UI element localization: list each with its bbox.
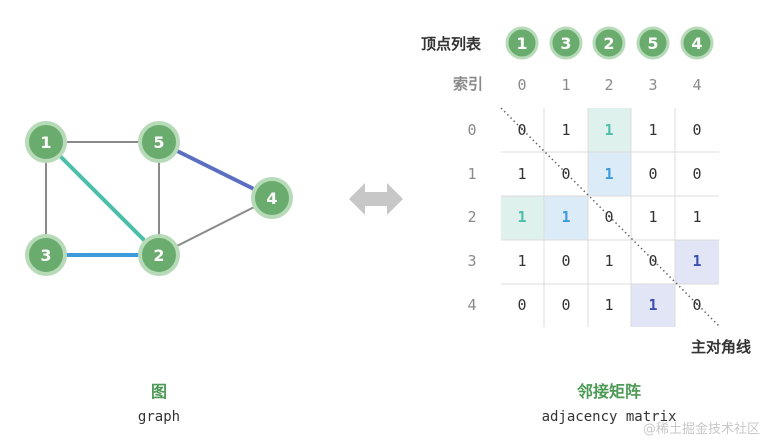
vertex-list-label: 顶点列表 bbox=[421, 35, 482, 53]
cell-highlight-teal bbox=[588, 108, 631, 152]
vertex-1-label: 1 bbox=[40, 133, 51, 152]
vertex-4: 4 bbox=[251, 177, 293, 219]
edge-2-4 bbox=[158, 197, 273, 256]
matrix-row: 0 1 1 1 0 bbox=[517, 121, 701, 139]
row-index: 1 bbox=[467, 165, 476, 183]
vertex-1: 1 bbox=[25, 121, 67, 163]
row-index: 4 bbox=[467, 296, 476, 314]
vertex-list-item: 3 bbox=[549, 26, 583, 60]
graph: 1 5 4 3 2 bbox=[25, 121, 293, 276]
matrix-row: 1 0 1 0 0 bbox=[517, 165, 701, 183]
vertex-list-item: 1 bbox=[505, 26, 539, 60]
matrix-cell: 1 bbox=[648, 121, 657, 139]
vertex-2: 2 bbox=[138, 234, 180, 276]
matrix-cell: 0 bbox=[561, 296, 570, 314]
matrix-cell: 1 bbox=[517, 165, 526, 183]
vertex-list-item: 5 bbox=[636, 26, 670, 60]
diagonal-label: 主对角线 bbox=[691, 338, 751, 356]
index-label: 索引 bbox=[453, 75, 483, 93]
vertex-list-item-label: 2 bbox=[603, 34, 614, 53]
matrix-cell: 1 bbox=[692, 208, 701, 226]
cell-highlight-blue bbox=[544, 196, 588, 240]
cell-highlight-indigo bbox=[675, 240, 719, 284]
column-index: 4 bbox=[692, 76, 701, 94]
matrix-caption-subtitle: adjacency matrix bbox=[542, 409, 677, 425]
vertex-list-item-label: 3 bbox=[560, 34, 571, 53]
matrix-cell: 1 bbox=[604, 252, 613, 270]
vertex-5: 5 bbox=[138, 121, 180, 163]
vertex-list-item-label: 5 bbox=[647, 34, 658, 53]
matrix-grid bbox=[501, 108, 719, 327]
matrix-cell: 0 bbox=[561, 252, 570, 270]
matrix-cell: 0 bbox=[648, 252, 657, 270]
cell-highlight-teal bbox=[501, 196, 544, 240]
vertex-2-label: 2 bbox=[153, 246, 164, 265]
highlighted-cells bbox=[501, 108, 719, 327]
matrix-cell: 0 bbox=[517, 296, 526, 314]
vertex-3-label: 3 bbox=[40, 246, 51, 265]
matrix-cell: 0 bbox=[561, 165, 570, 183]
edge-5-4 bbox=[158, 140, 273, 200]
graph-caption-title: 图 bbox=[151, 382, 167, 401]
cell-highlight-indigo bbox=[631, 284, 675, 327]
matrix-cell: 1 bbox=[648, 296, 657, 314]
matrix-cell: 1 bbox=[692, 252, 701, 270]
vertex-4-label: 4 bbox=[266, 189, 277, 208]
matrix-row: 1 1 0 1 1 bbox=[517, 208, 701, 226]
matrix-cell: 1 bbox=[604, 165, 613, 183]
matrix-cell: 1 bbox=[604, 121, 613, 139]
matrix-row: 0 0 1 1 0 bbox=[517, 296, 701, 314]
edge-1-2 bbox=[44, 140, 161, 257]
cell-highlight-blue bbox=[588, 152, 631, 196]
matrix-cell: 1 bbox=[561, 121, 570, 139]
matrix-cell: 0 bbox=[517, 121, 526, 139]
matrix-cell: 0 bbox=[604, 208, 613, 226]
vertex-3: 3 bbox=[25, 234, 67, 276]
matrix-cell: 0 bbox=[692, 121, 701, 139]
matrix-caption-title: 邻接矩阵 bbox=[577, 382, 641, 401]
matrix-cell: 0 bbox=[692, 296, 701, 314]
matrix-cell: 1 bbox=[561, 208, 570, 226]
vertex-list: 1 3 2 5 4 bbox=[505, 26, 714, 60]
vertex-list-item-label: 1 bbox=[516, 34, 527, 53]
matrix-cell: 1 bbox=[604, 296, 613, 314]
row-index: 0 bbox=[467, 121, 476, 139]
column-index: 1 bbox=[561, 76, 570, 94]
row-index: 2 bbox=[467, 208, 476, 226]
vertex-list-item-label: 4 bbox=[691, 34, 702, 53]
double-arrow-icon bbox=[349, 183, 403, 215]
vertex-list-item: 2 bbox=[592, 26, 626, 60]
watermark: @稀土掘金技术社区 bbox=[643, 421, 760, 437]
vertex-list-item: 4 bbox=[680, 26, 714, 60]
matrix-cell: 0 bbox=[648, 165, 657, 183]
column-index: 2 bbox=[604, 76, 613, 94]
graph-caption-subtitle: graph bbox=[138, 409, 180, 425]
matrix-cell: 1 bbox=[517, 208, 526, 226]
column-index: 0 bbox=[517, 76, 526, 94]
matrix-row: 1 0 1 0 1 bbox=[517, 252, 701, 270]
matrix-cell: 0 bbox=[692, 165, 701, 183]
row-index: 3 bbox=[467, 252, 476, 270]
matrix-cell: 1 bbox=[517, 252, 526, 270]
matrix-cell: 1 bbox=[648, 208, 657, 226]
column-index: 3 bbox=[648, 76, 657, 94]
vertex-5-label: 5 bbox=[153, 133, 164, 152]
